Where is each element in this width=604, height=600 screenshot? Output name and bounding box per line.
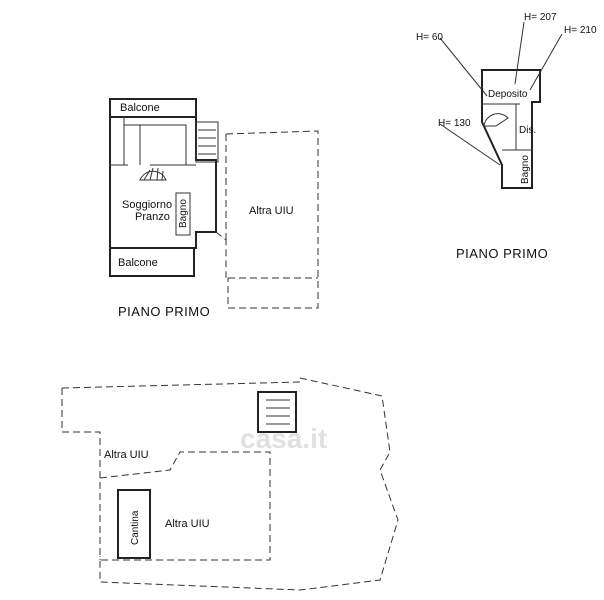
room-label-altra-uiu: Altra UIU <box>249 205 294 217</box>
left-floor-plan: Balcone Soggiorno Pranzo Bagno Altra UIU… <box>109 98 319 319</box>
room-label-bagno-left: Bagno <box>178 199 189 228</box>
bathroom-walls <box>175 192 191 236</box>
height-label-h210: H= 210 <box>564 25 597 36</box>
bottom-stairwell <box>257 391 297 433</box>
cantina-walls <box>117 489 151 559</box>
room-label-soggiorno: Soggiorno <box>122 199 172 211</box>
room-label-pranzo: Pranzo <box>135 211 170 223</box>
left-plan-title: PIANO PRIMO <box>118 304 210 319</box>
inner-partition-walls <box>123 117 187 165</box>
right-unit-partitions <box>482 103 532 151</box>
height-label-h207: H= 207 <box>524 12 557 23</box>
spiral-stair-symbol <box>139 170 167 181</box>
balcony-bottom-outline <box>109 247 195 277</box>
stairwell <box>195 121 219 163</box>
room-label-altra-uiu-top: Altra UIU <box>104 449 149 461</box>
room-label-balcone-bottom: Balcone <box>118 257 158 269</box>
right-spiral-stair-symbol <box>483 113 509 127</box>
height-label-h60: H= 60 <box>416 32 443 43</box>
right-plan-title: PIANO PRIMO <box>456 246 548 261</box>
room-label-cantina: Cantina <box>130 510 141 545</box>
right-unit-outer-walls <box>481 69 541 189</box>
watermark-logo: casa.it <box>240 423 327 454</box>
height-leader-lines <box>439 21 563 166</box>
adjacent-unit-outline <box>225 130 319 309</box>
bottom-outer-outline <box>61 377 399 591</box>
right-floor-plan: H= 60 H= 207 H= 210 H= 130 Deposito Dis.… <box>416 12 597 261</box>
apartment-outer-walls <box>109 116 217 249</box>
bottom-divider-outline <box>99 451 271 561</box>
room-label-bagno-right: Bagno <box>520 155 531 184</box>
room-label-balcone-top: Balcone <box>120 102 160 114</box>
bottom-floor-plan: Altra UIU Altra UIU Cantina <box>61 377 399 591</box>
room-label-deposito: Deposito <box>488 89 528 100</box>
room-label-dis: Dis. <box>519 125 536 136</box>
room-label-altra-uiu-bottom: Altra UIU <box>165 518 210 530</box>
height-label-h130: H= 130 <box>438 118 471 129</box>
